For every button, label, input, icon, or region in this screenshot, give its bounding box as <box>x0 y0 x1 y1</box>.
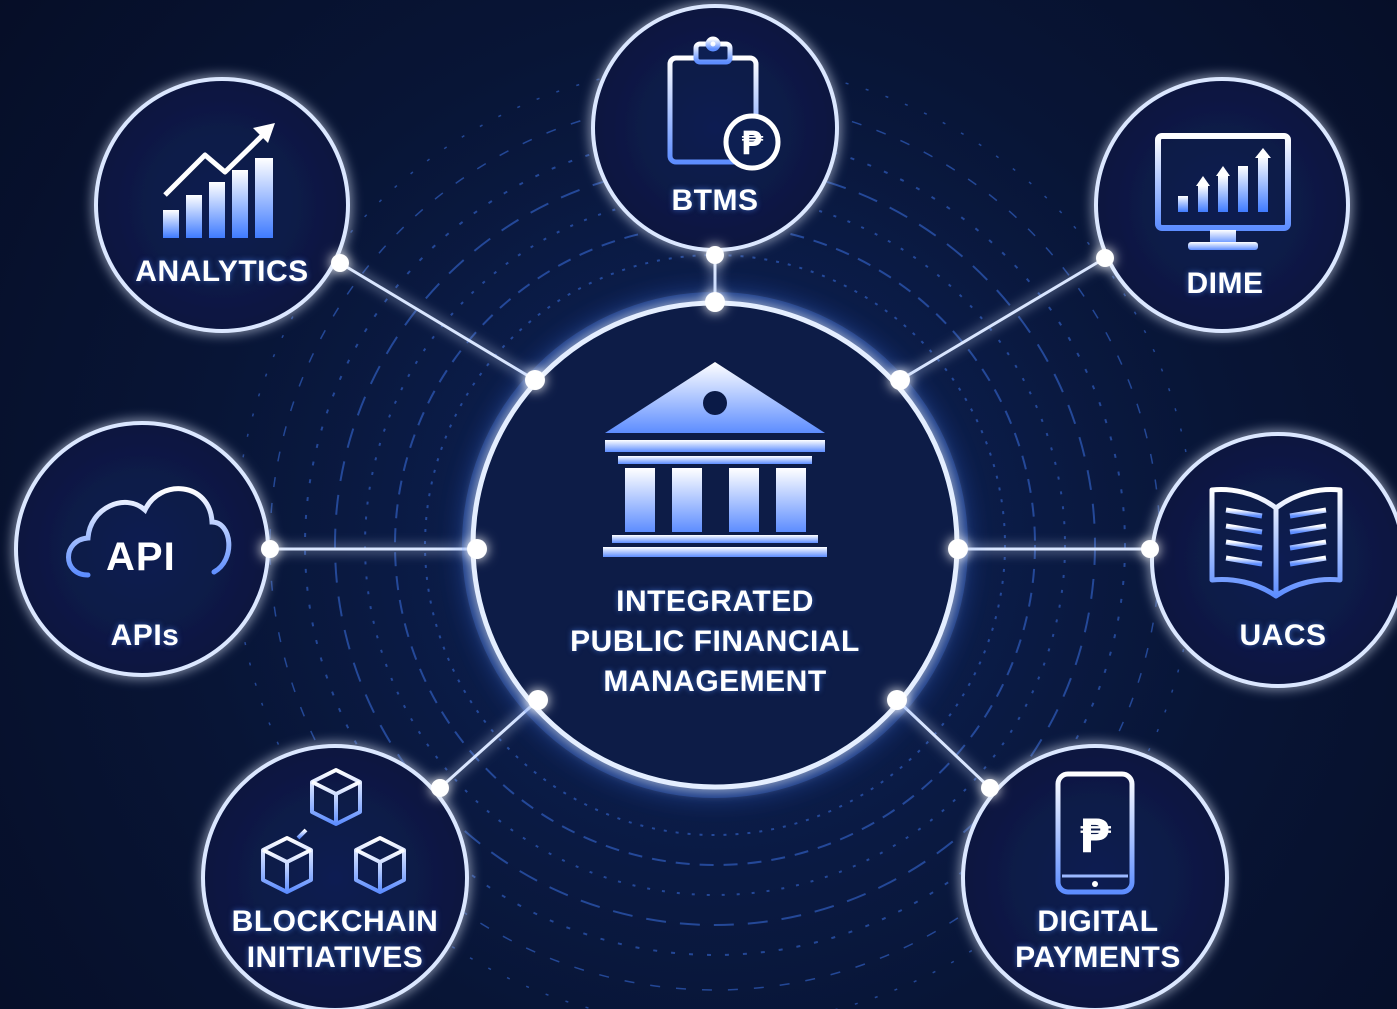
open-book-icon <box>1209 487 1343 599</box>
government-building-icon <box>603 362 827 557</box>
growth-chart-icon <box>163 123 275 238</box>
blockchain-label-line1: BLOCKCHAIN <box>231 905 439 938</box>
connector-lines <box>270 255 1150 790</box>
svg-text:₱: ₱ <box>1079 809 1111 863</box>
clipboard-peso-icon <box>667 36 759 165</box>
blockchain-label-line2: INITIATIVES <box>246 941 424 974</box>
mobile-peso-icon: ₱ <box>1055 771 1135 895</box>
api-cloud-icon <box>66 486 232 578</box>
monitor-chart-icon <box>1155 133 1291 250</box>
svg-text:₱: ₱ <box>741 124 764 162</box>
center-title-line3: MANAGEMENT <box>603 665 827 698</box>
center-title-line1: INTEGRATED <box>616 585 814 618</box>
uacs-label: UACS <box>1239 619 1327 652</box>
center-title-line2: PUBLIC FINANCIAL <box>570 625 860 658</box>
api-icon-text: API <box>106 535 176 579</box>
digital-payments-label-line1: DIGITAL <box>1037 905 1159 938</box>
digital-payments-label-line2: PAYMENTS <box>1015 941 1181 974</box>
analytics-label: ANALYTICS <box>135 255 309 288</box>
center-title: INTEGRATED PUBLIC FINANCIAL MANAGEMENT <box>540 582 890 702</box>
dime-label: DIME <box>1186 267 1264 300</box>
blockchain-label: BLOCKCHAIN INITIATIVES <box>222 904 448 976</box>
btms-label: BTMS <box>671 184 759 217</box>
connection-dots <box>261 246 1159 797</box>
peso-coin-icon: ₱ <box>723 113 781 171</box>
blockchain-cubes-icon <box>261 768 406 894</box>
apis-label: APIs <box>110 619 180 652</box>
digital-payments-label: DIGITAL PAYMENTS <box>1000 904 1196 976</box>
